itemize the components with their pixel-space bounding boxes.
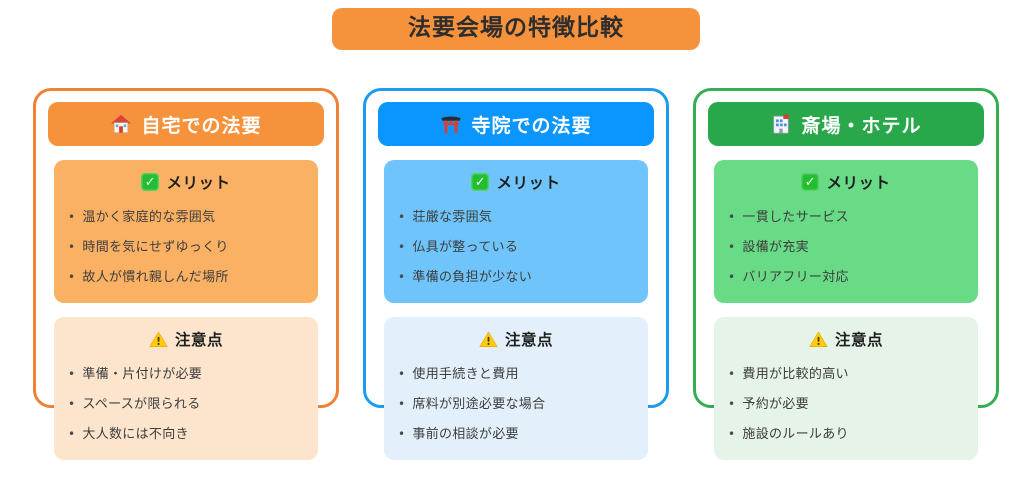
list-item: •大人数には不向き — [68, 426, 189, 442]
list-item: •故人が慣れ親しんだ場所 — [68, 269, 229, 285]
card-temple-merit-section: メリット •荘厳な雰囲気 •仏具が整っている •準備の負担が少ない — [384, 160, 648, 303]
card-hall-caution-list: •費用が比較的高い •予約が必要 •施設のルールあり — [728, 357, 964, 447]
card-temple-caution-list: •使用手続きと費用 •席料が別途必要な場合 •事前の相談が必要 — [398, 357, 634, 447]
card-hall: 斎場・ホテル メリット •一貫したサービス •設備が充実 •バリアフリー対応 — [693, 88, 999, 460]
check-icon — [801, 173, 820, 191]
check-icon — [141, 173, 160, 191]
bullet-dot: • — [398, 239, 406, 254]
warning-icon — [809, 330, 828, 349]
card-home-merit-section: メリット •温かく家庭的な雰囲気 •時間を気にせずゆっくり •故人が慣れ親しんだ… — [54, 160, 318, 303]
caution-heading-label: 注意点 — [834, 331, 883, 349]
list-item: •荘厳な雰囲気 — [398, 209, 493, 225]
card-hall-title: 斎場・ホテル — [801, 114, 922, 137]
card-home: 自宅での法要 メリット •温かく家庭的な雰囲気 •時間を気にせずゆっくり •故人… — [33, 88, 339, 460]
card-temple-merit-heading: メリット — [398, 171, 634, 193]
bullet-dot: • — [728, 269, 736, 284]
torii-icon — [440, 113, 462, 135]
merit-heading-label: メリット — [166, 174, 231, 192]
list-item: •準備・片付けが必要 — [68, 366, 203, 382]
bullet-dot: • — [398, 396, 406, 411]
card-hall-header: 斎場・ホテル — [708, 102, 984, 146]
merit-heading-label: メリット — [826, 174, 891, 192]
bullet-dot: • — [728, 396, 736, 411]
bullet-dot: • — [68, 239, 76, 254]
warning-icon — [479, 330, 498, 349]
card-home-caution-list: •準備・片付けが必要 •スペースが限られる •大人数には不向き — [68, 357, 304, 447]
house-icon — [110, 113, 132, 135]
list-item: •バリアフリー対応 — [728, 269, 849, 285]
list-item: •準備の負担が少ない — [398, 269, 533, 285]
list-item: •使用手続きと費用 — [398, 366, 519, 382]
warning-icon — [149, 330, 168, 349]
title-banner-wrap: 法要会場の特徴比較 — [0, 0, 1032, 50]
card-home-merit-heading: メリット — [68, 171, 304, 193]
merit-heading-label: メリット — [496, 174, 561, 192]
bullet-dot: • — [728, 426, 736, 441]
bullet-dot: • — [728, 209, 736, 224]
card-temple-caution-section: 注意点 •使用手続きと費用 •席料が別途必要な場合 •事前の相談が必要 — [384, 317, 648, 460]
bullet-dot: • — [398, 426, 406, 441]
list-item: •席料が別途必要な場合 — [398, 396, 546, 412]
list-item: •温かく家庭的な雰囲気 — [68, 209, 216, 225]
card-hall-merit-heading: メリット — [728, 171, 964, 193]
card-hall-caution-section: 注意点 •費用が比較的高い •予約が必要 •施設のルールあり — [714, 317, 978, 460]
bullet-dot: • — [68, 426, 76, 441]
card-hall-caution-heading: 注意点 — [728, 328, 964, 350]
list-item: •仏具が整っている — [398, 239, 519, 255]
card-home-caution-section: 注意点 •準備・片付けが必要 •スペースが限られる •大人数には不向き — [54, 317, 318, 460]
bullet-dot: • — [398, 209, 406, 224]
caution-heading-label: 注意点 — [174, 331, 223, 349]
list-item: •時間を気にせずゆっくり — [68, 239, 229, 255]
card-home-caution-heading: 注意点 — [68, 328, 304, 350]
bullet-dot: • — [68, 269, 76, 284]
card-home-header: 自宅での法要 — [48, 102, 324, 146]
card-temple-merit-list: •荘厳な雰囲気 •仏具が整っている •準備の負担が少ない — [398, 200, 634, 290]
bullet-dot: • — [728, 366, 736, 381]
list-item: •予約が必要 — [728, 396, 809, 412]
card-temple: 寺院での法要 メリット •荘厳な雰囲気 •仏具が整っている •準備の負担が少ない — [363, 88, 669, 460]
page-title: 法要会場の特徴比較 — [332, 8, 700, 50]
card-home-merit-list: •温かく家庭的な雰囲気 •時間を気にせずゆっくり •故人が慣れ親しんだ場所 — [68, 200, 304, 290]
card-temple-title: 寺院での法要 — [471, 114, 592, 137]
card-home-title: 自宅での法要 — [141, 114, 262, 137]
hotel-icon — [770, 113, 792, 135]
card-temple-header: 寺院での法要 — [378, 102, 654, 146]
list-item: •費用が比較的高い — [728, 366, 849, 382]
bullet-dot: • — [68, 209, 76, 224]
list-item: •一貫したサービス — [728, 209, 849, 225]
card-temple-caution-heading: 注意点 — [398, 328, 634, 350]
bullet-dot: • — [68, 396, 76, 411]
list-item: •スペースが限られる — [68, 396, 201, 412]
bullet-dot: • — [728, 239, 736, 254]
card-hall-merit-section: メリット •一貫したサービス •設備が充実 •バリアフリー対応 — [714, 160, 978, 303]
card-hall-merit-list: •一貫したサービス •設備が充実 •バリアフリー対応 — [728, 200, 964, 290]
cards-row: 自宅での法要 メリット •温かく家庭的な雰囲気 •時間を気にせずゆっくり •故人… — [0, 88, 1032, 460]
list-item: •設備が充実 — [728, 239, 809, 255]
check-icon — [471, 173, 490, 191]
bullet-dot: • — [398, 366, 406, 381]
bullet-dot: • — [68, 366, 76, 381]
list-item: •施設のルールあり — [728, 426, 849, 442]
caution-heading-label: 注意点 — [504, 331, 553, 349]
list-item: •事前の相談が必要 — [398, 426, 519, 442]
bullet-dot: • — [398, 269, 406, 284]
